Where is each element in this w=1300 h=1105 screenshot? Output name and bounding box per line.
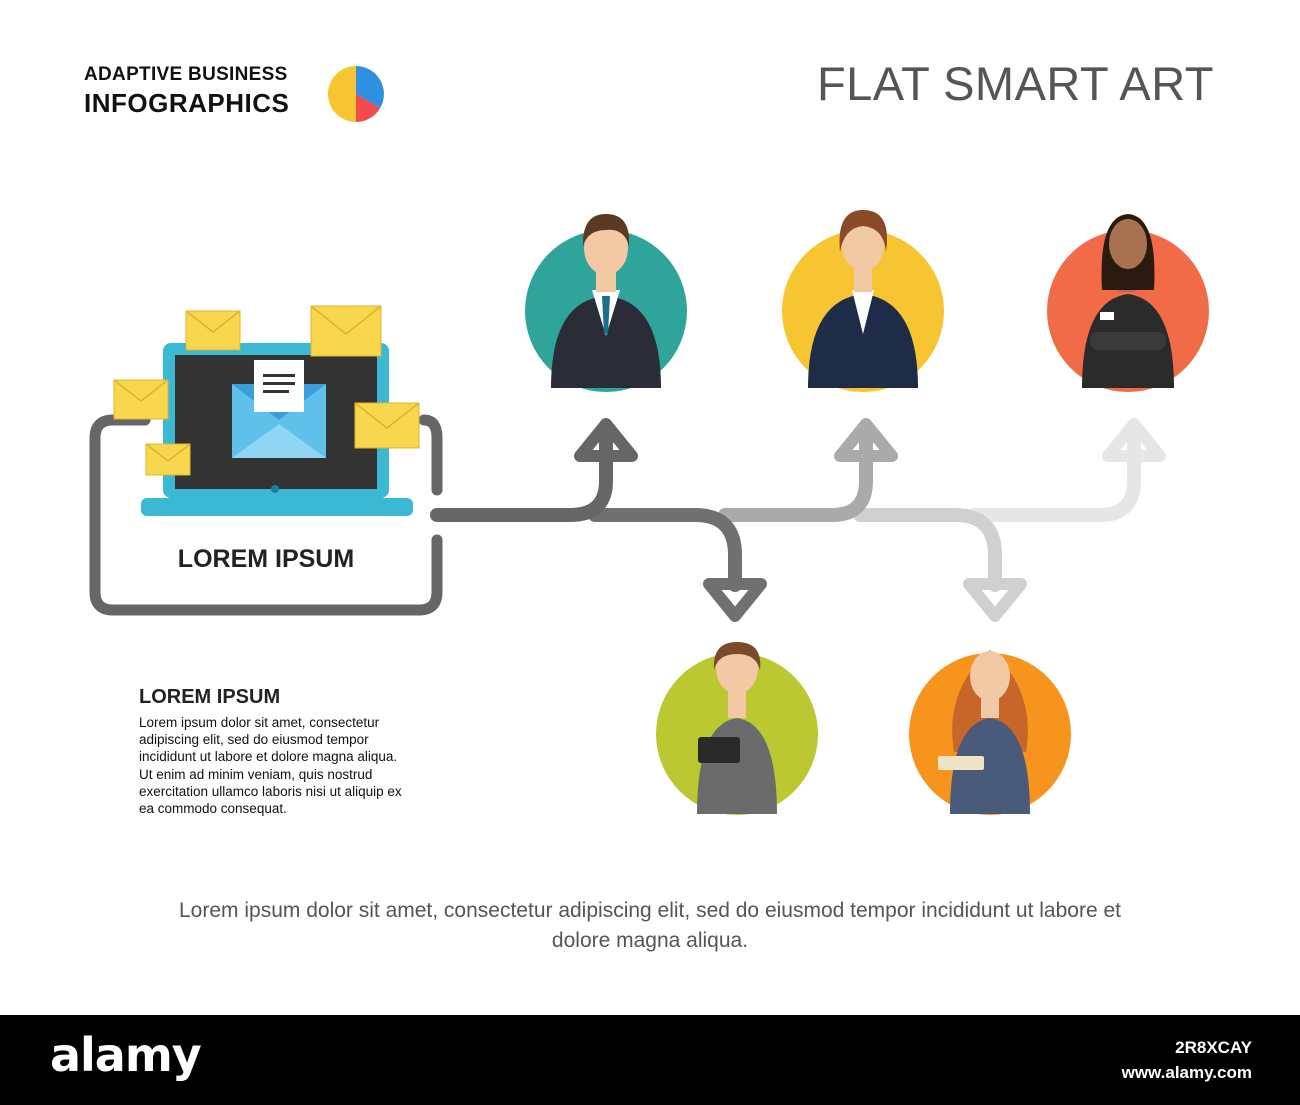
arrow-to-person-1 (430, 423, 613, 522)
woman-with-notebook-icon (909, 650, 1071, 815)
brand-logo: ADAPTIVE BUSINESS INFOGRAPHICS (84, 64, 289, 119)
logo-line2: INFOGRAPHICS (84, 88, 290, 118)
side-note-title: LOREM IPSUM (139, 686, 281, 708)
watermark-url: www.alamy.com (1121, 1063, 1252, 1082)
arrow-to-person-4 (588, 508, 742, 592)
watermark-bar (0, 1015, 1300, 1105)
businessman-icon (525, 214, 687, 392)
flow-diagram (89, 210, 1209, 815)
arrow-to-person-3 (968, 423, 1141, 522)
woman-with-tablet-icon (656, 642, 818, 815)
pie-slice-blue (356, 66, 384, 108)
watermark-image-id: 2R8XCAY (1175, 1038, 1252, 1057)
pie-slice-yellow (328, 66, 356, 122)
watermark-logo: alamy (50, 1028, 202, 1082)
businesswoman-arms-crossed-icon (1047, 214, 1209, 392)
arrowhead-down-5 (963, 578, 1027, 622)
page-title: FLAT SMART ART (816, 57, 1214, 110)
laptop-email-icon (113, 305, 420, 516)
arrowhead-up-1 (574, 418, 638, 462)
main-box-frame (89, 414, 443, 616)
arrowhead-down-4 (703, 578, 767, 622)
main-box-label: LOREM IPSUM (177, 545, 355, 573)
side-note-body: Lorem ipsum dolor sit amet, consectetur … (139, 715, 402, 817)
logo-line1: ADAPTIVE BUSINESS (84, 64, 288, 85)
arrow-to-person-2 (718, 423, 873, 522)
footer-text: Lorem ipsum dolor sit amet, consectetur … (179, 899, 1121, 952)
businesswoman-icon (782, 210, 944, 392)
flow-arrows (430, 423, 1141, 592)
arrowhead-up-3 (1102, 418, 1166, 462)
arrowhead-up-2 (834, 418, 898, 462)
pie-slice-red (356, 94, 381, 122)
pie-chart-icon (328, 66, 384, 122)
arrow-to-person-5 (853, 508, 1002, 592)
